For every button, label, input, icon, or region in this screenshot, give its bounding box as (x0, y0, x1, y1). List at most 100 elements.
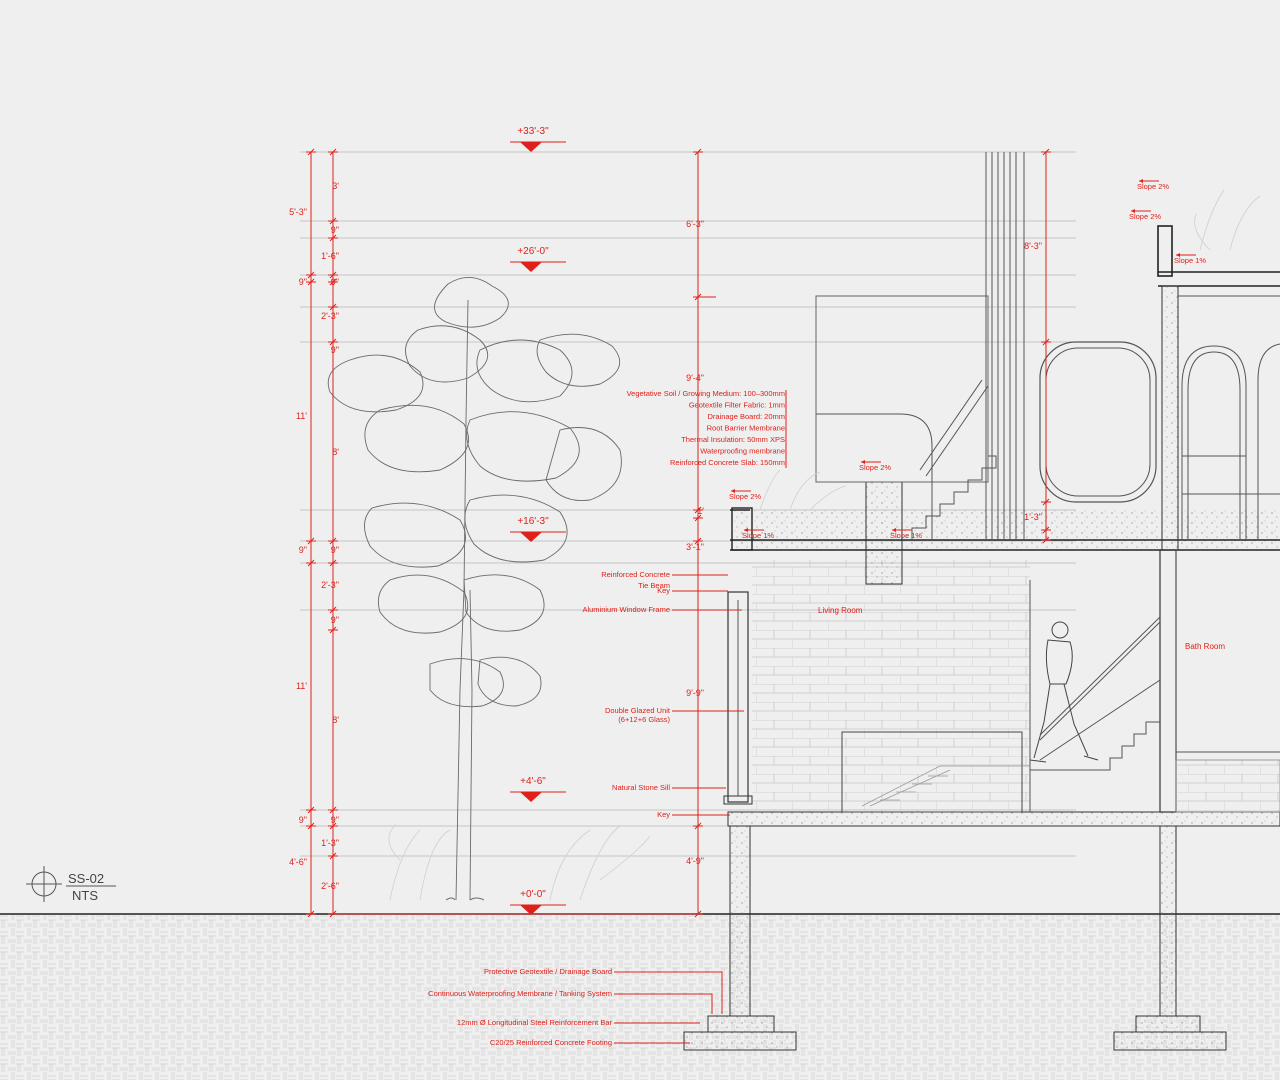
dim-stair-label: 8'-3" (1024, 241, 1042, 251)
dim-inner-label: 1'-3" (321, 838, 339, 848)
room-label-bath: Bath Room (1185, 642, 1225, 651)
dim-inner-label: 9" (331, 277, 339, 287)
dim-inner-label: 9" (331, 815, 339, 825)
arched-window-2 (1181, 345, 1247, 540)
section-id: SS-02 (68, 871, 104, 886)
ground-hatch (0, 914, 1280, 1080)
wall-note: Aluminium Window Frame (582, 605, 670, 614)
level-label: +16'-3" (517, 516, 549, 527)
slope-arrowhead (1131, 209, 1135, 213)
dim-outer-label: 5'-3" (289, 207, 307, 217)
section-scale: NTS (72, 888, 98, 903)
slope-label: Slope 2% (1129, 212, 1161, 221)
shrub-illustrations (388, 189, 1261, 901)
roof-layer-note: Geotextile Filter Fabric: 1mm (689, 401, 785, 410)
dim-inner-label: 8' (332, 447, 339, 457)
dim-inner-label: 1'-6" (321, 251, 339, 261)
dim-right-label: 1' (697, 506, 704, 516)
dim-inner-label: 9" (331, 345, 339, 355)
arched-window-1 (1039, 341, 1157, 503)
room-label-living: Living Room (818, 606, 863, 615)
vertical-fins (985, 152, 1025, 540)
dim-right-label: 4'-9" (686, 856, 704, 866)
roof-layer-note: Drainage Board: 20mm (707, 412, 785, 421)
person-figure (1029, 621, 1099, 763)
window-frame (727, 591, 749, 803)
slope-arrowhead (744, 528, 748, 532)
level-triangle (520, 532, 542, 542)
dim-outer-label: 4'-6" (289, 857, 307, 867)
slope-label: Slope 2% (1137, 182, 1169, 191)
footing-note-leader (614, 971, 723, 1014)
upper-slab (730, 510, 1280, 550)
dim-inner-label: 9" (331, 545, 339, 555)
dim-inner-label: 2'-6" (321, 881, 339, 891)
wall-note: Key (657, 810, 670, 819)
slope-arrowhead (1176, 253, 1180, 257)
roof-layer-note: Vegetative Soil / Growing Medium: 100–30… (627, 389, 785, 398)
level-triangle (520, 792, 542, 802)
footing-note: 12mm Ø Longitudinal Steel Reinforcement … (457, 1018, 613, 1027)
column-upper (865, 481, 903, 585)
dim-inner-label: 2'-3" (321, 580, 339, 590)
slope-arrowhead (861, 460, 865, 464)
slope-label: Slope 1% (890, 531, 922, 540)
level-triangle (520, 905, 542, 915)
wall-note: Key (657, 586, 670, 595)
slope-label: Slope 2% (729, 492, 761, 501)
dim-stair-label: 1'-3" (1024, 512, 1042, 522)
roof-layer-note: Waterproofing membrane (700, 447, 785, 456)
wall-note: (6+12+6 Glass) (618, 715, 670, 724)
dim-right-label: 9'-9" (686, 688, 704, 698)
dim-right-label: 9'-4" (686, 373, 704, 383)
level-label: +0'-0" (520, 889, 546, 900)
slope-arrowhead (892, 528, 896, 532)
ground-slab (727, 811, 1280, 827)
level-triangle (520, 142, 542, 152)
wall-note: Natural Stone Sill (612, 783, 670, 792)
foundation-wall (729, 825, 751, 1017)
section-mark: SS-02 NTS (26, 866, 116, 903)
slope-arrowhead (1139, 179, 1143, 183)
footing-right (1113, 1031, 1227, 1051)
roof-layer-note: Reinforced Concrete Slab: 150mm (670, 458, 785, 467)
dim-inner-label: 3' (332, 181, 339, 191)
wall-note: Double Glazed Unit (605, 706, 671, 715)
dim-inner-label: 2'-3" (321, 311, 339, 321)
wall-note: Tie Beam (638, 581, 670, 590)
annotation-leaders: Vegetative Soil / Growing Medium: 100–30… (428, 179, 1206, 1047)
level-markers: +33'-3" +26'-0" +16'-3" +4'-6" +0'-0" (510, 126, 566, 915)
dim-outer-label: 9" (299, 545, 307, 555)
ground-stair (861, 616, 1161, 807)
slope-label: Slope 1% (742, 531, 774, 540)
level-label: +26'-0" (517, 246, 549, 257)
tree-illustration (327, 277, 622, 901)
roof-layer-note: Thermal Insulation: 50mm XPS (681, 435, 785, 444)
level-label: +4'-6" (520, 776, 546, 787)
level-label: +33'-3" (517, 126, 549, 137)
upper-stair (911, 379, 997, 540)
footing-note: Continuous Waterproofing Membrane / Tank… (428, 989, 612, 998)
dim-inner-label: 8' (332, 715, 339, 725)
dimension-strings: 5'-3" 9" 11' 9" 11' 9" 4'-6" 3' 9" 1'-6" 9" 2'-3" 9"… (289, 148, 1051, 918)
living-room-brick-wall (752, 560, 1030, 812)
level-triangle (520, 262, 542, 272)
footing-note: C20/25 Reinforced Concrete Footing (490, 1038, 612, 1047)
footing-left (683, 1031, 797, 1051)
dim-outer-label: 9" (299, 277, 307, 287)
dim-inner-label: 9" (331, 225, 339, 235)
slope-arrowhead (731, 489, 735, 493)
wall-note: Reinforced Concrete (601, 570, 670, 579)
dim-inner-label: 9" (331, 615, 339, 625)
slope-label: Slope 2% (859, 463, 891, 472)
roof-layer-note: Root Barrier Membrane (707, 424, 785, 433)
dim-outer-label: 11' (296, 411, 307, 421)
building-section (683, 152, 1280, 1051)
slope-label: Slope 1% (1174, 256, 1206, 265)
footing-note-leader (614, 993, 713, 1014)
dim-outer-label: 9" (299, 815, 307, 825)
dim-right-label: 6'-3" (686, 219, 704, 229)
footing-note: Protective Geotextile / Drainage Board (484, 967, 612, 976)
dim-outer-label: 11' (296, 681, 307, 691)
